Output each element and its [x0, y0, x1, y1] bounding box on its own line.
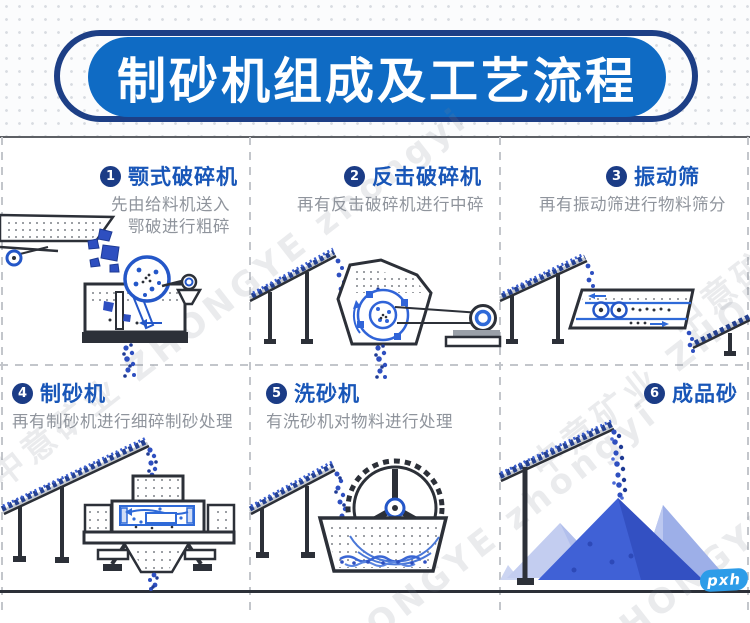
panel-3-description: 再有振动筛进行物料筛分: [539, 195, 726, 214]
vibrating-screen-illustration: [498, 252, 750, 356]
panel-2-header: 2 反击破碎机: [250, 161, 500, 191]
panel-finished-sand: 6 成品砂 pxh: [498, 366, 750, 623]
flywheel: [123, 255, 171, 303]
panel-4-title: 制砂机: [40, 382, 106, 406]
panel-sand-maker: 4 制砂机 再有制砂机进行细碎制砂处理: [0, 366, 250, 623]
impact-crusher-illustration: [248, 247, 502, 379]
ground-line: [0, 590, 750, 593]
panel-jaw-crusher: 1 颚式破碎机 先由给料机送入 鄂破进行粗碎: [0, 137, 250, 378]
jaw-crusher-illustration: [0, 213, 203, 378]
pxh-stamp: pxh: [699, 567, 749, 593]
panel-4-header: 4 制砂机: [0, 378, 250, 408]
sand-maker-illustration: [0, 436, 236, 591]
falling-rocks: [87, 228, 120, 273]
falling-sand-stream: [610, 429, 628, 500]
grid-divider-horizontal: [0, 364, 750, 366]
finished-sand-illustration: [498, 419, 726, 585]
panel-3-title: 振动筛: [634, 165, 700, 189]
grid-divider-vertical-1: [249, 137, 251, 612]
panel-impact-crusher: 2 反击破碎机 再有反击破碎机进行中碎: [248, 137, 502, 379]
panel-1-description: 先由给料机送入 鄂破进行粗碎: [111, 195, 230, 236]
sand-washer-illustration: [248, 458, 449, 573]
step-number-badge: 4: [12, 382, 33, 404]
panel-6-title: 成品砂: [672, 382, 738, 406]
discharge-stream: [375, 345, 388, 379]
step-number-badge: 2: [344, 165, 365, 187]
grid-top-line: [0, 136, 750, 138]
step-number-badge: 3: [606, 165, 627, 187]
panel-5-header: 5 洗砂机: [250, 378, 500, 408]
panel-2-description: 再有反击破碎机进行中碎: [297, 195, 484, 214]
page-title: 制砂机组成及工艺流程: [116, 52, 637, 110]
panel-vibrating-screen: 3 振动筛 再有振动筛进行物料筛分: [498, 137, 750, 366]
panel-1-title: 颚式破碎机: [128, 165, 238, 189]
sand-pile-main: [538, 498, 703, 580]
discharge-stream: [148, 572, 158, 591]
panel-5-description: 有洗砂机对物料进行处理: [266, 412, 453, 431]
grid-right-border: [747, 137, 749, 612]
panel-2-title: 反击破碎机: [372, 165, 482, 189]
banner-outline-capsule: [54, 30, 698, 122]
title-banner: 制砂机组成及工艺流程: [88, 37, 666, 117]
panel-3-header: 3 振动筛: [500, 161, 750, 191]
panel-6-header: 6 成品砂: [500, 378, 750, 408]
step-number-badge: 1: [100, 165, 121, 187]
step-number-badge: 5: [266, 382, 287, 404]
panel-5-title: 洗砂机: [294, 382, 360, 406]
panel-sand-washer: 5 洗砂机 有洗砂机对物料进行处理: [248, 366, 500, 623]
panel-1-header: 1 颚式破碎机: [0, 161, 250, 191]
discharge-stream: [123, 345, 136, 377]
step-number-badge: 6: [644, 382, 665, 404]
panel-4-description: 再有制砂机进行细碎制砂处理: [12, 412, 233, 431]
grid-left-border: [1, 137, 3, 612]
grid-divider-vertical-2: [499, 137, 501, 612]
